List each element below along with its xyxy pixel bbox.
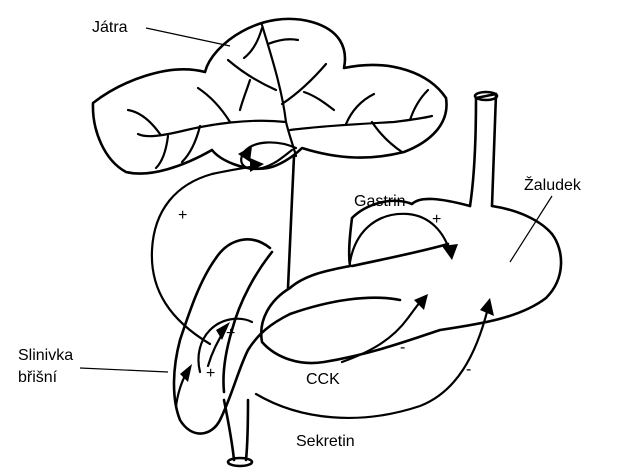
pancreas-plus-lower: + bbox=[206, 365, 215, 382]
liver-leader bbox=[146, 28, 230, 46]
common-bile-duct bbox=[288, 156, 294, 288]
secretin-minus-sign: - bbox=[466, 361, 471, 378]
stomach-lesser-curve bbox=[352, 244, 448, 266]
stomach-label: Žaludek bbox=[524, 175, 582, 194]
pancreatic-duct bbox=[223, 252, 272, 392]
stomach bbox=[261, 92, 561, 363]
liver-feedback-arrow bbox=[152, 166, 256, 344]
cck-arrow bbox=[342, 300, 422, 362]
liver bbox=[93, 19, 447, 174]
gastrin-arrowhead bbox=[442, 244, 458, 260]
gastrin-label: Gastrin bbox=[354, 193, 406, 210]
liver-outline bbox=[93, 19, 447, 174]
cck-label: CCK bbox=[306, 371, 340, 388]
liver-plus-sign: + bbox=[178, 207, 187, 224]
gastrin-plus-sign: + bbox=[432, 211, 441, 228]
pancreas-plus-upper: + bbox=[226, 325, 235, 342]
cck-minus-sign: - bbox=[400, 339, 405, 356]
liver-duct-branch-2 bbox=[282, 64, 334, 110]
pancreas-label-line1: Slinivka bbox=[18, 347, 73, 364]
pancreas-arrowhead-lower bbox=[180, 364, 192, 382]
secretin-label: Sekretin bbox=[296, 433, 355, 450]
esophagus bbox=[470, 94, 496, 206]
duodenum-exit bbox=[224, 400, 248, 460]
pancreatic-body bbox=[290, 298, 400, 314]
duodenum-exit-opening bbox=[228, 458, 252, 466]
pancreas-leader bbox=[80, 368, 168, 372]
liver-duct-branch-7 bbox=[410, 90, 428, 120]
liver-duct-branch-1 bbox=[228, 60, 276, 110]
liver-duct-trunk bbox=[262, 25, 296, 156]
secretin-arrow bbox=[256, 308, 488, 418]
liver-duct-branch-6 bbox=[128, 110, 168, 168]
stomach-outline bbox=[261, 199, 561, 363]
liver-label: Játra bbox=[92, 19, 128, 36]
pancreas-label-line2: břišní bbox=[18, 369, 58, 386]
